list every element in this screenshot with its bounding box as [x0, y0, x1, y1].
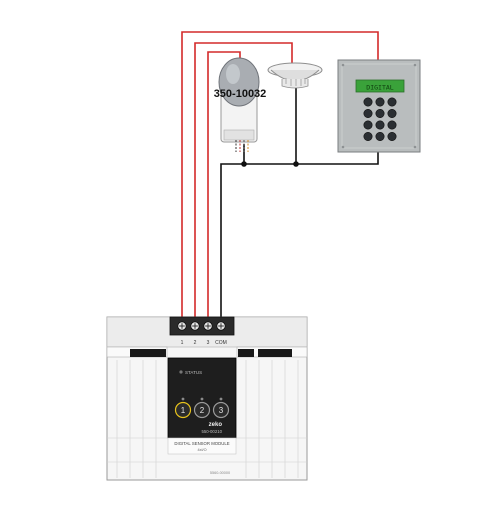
black-common-wire [220, 84, 379, 320]
channel-button[interactable] [193, 401, 211, 419]
channel-button-label: 3 [219, 406, 224, 415]
wire-com-trunk [220, 152, 379, 320]
channel-led [200, 397, 204, 401]
channel-button[interactable] [212, 401, 230, 419]
keypad-lcd-display [355, 79, 405, 93]
smoke-detector [267, 62, 323, 89]
module-sub-name: 4xI/O [197, 448, 206, 452]
keypad-key[interactable] [387, 109, 397, 119]
module-button-row: 1 2 3 [174, 397, 230, 419]
channel-led [219, 397, 223, 401]
keypad-key[interactable] [387, 97, 397, 107]
status-led [179, 370, 183, 374]
keypad-key[interactable] [363, 109, 373, 119]
channel-led [181, 397, 185, 401]
keypad-key[interactable] [387, 120, 397, 130]
keypad-key[interactable] [387, 132, 397, 142]
terminal-label: 1 [181, 340, 184, 346]
pir-sensor: 350-10032 [214, 57, 267, 152]
module-footer-code: 5560-00000 [210, 471, 230, 475]
wire-terminal-2-to-smoke-detector [194, 42, 293, 320]
keypad-key[interactable] [363, 97, 373, 107]
wire-terminal-1-to-keypad [181, 31, 379, 320]
channel-button-label: 2 [200, 406, 205, 415]
module-brand: zeko [209, 422, 223, 428]
terminal-label: 2 [194, 340, 197, 346]
keypad-key-grid [363, 97, 397, 142]
access-keypad: DIGITAL [337, 59, 421, 153]
digital-sensor-module: 1 2 3 COM STATUS 1 2 3 zeko 550-00210 DIGITAL… [106, 316, 308, 481]
terminal-block [169, 316, 235, 336]
keypad-screws [341, 63, 417, 149]
terminal-label: 3 [207, 340, 210, 346]
keypad-key[interactable] [375, 132, 385, 142]
channel-button-label: 1 [181, 406, 186, 415]
pir-lead-wires [235, 140, 249, 152]
module-name: DIGITAL SENSOR MODULE [174, 441, 229, 446]
wire-terminal-3-to-pir-sensor [207, 51, 241, 320]
terminal-label: COM [215, 340, 227, 346]
module-part-number: 550-00210 [201, 429, 222, 434]
keypad-key[interactable] [375, 97, 385, 107]
channel-button[interactable] [174, 401, 192, 419]
keypad-key[interactable] [375, 120, 385, 130]
keypad-key[interactable] [375, 109, 385, 119]
keypad-key[interactable] [363, 120, 373, 130]
red-signal-wires [181, 31, 379, 320]
keypad-lcd-text: DIGITAL [366, 84, 393, 92]
status-label: STATUS [185, 370, 202, 375]
terminal-labels: 1 2 3 COM [181, 340, 227, 346]
pir-sensor-model-label: 350-10032 [214, 88, 267, 100]
keypad-key[interactable] [363, 132, 373, 142]
